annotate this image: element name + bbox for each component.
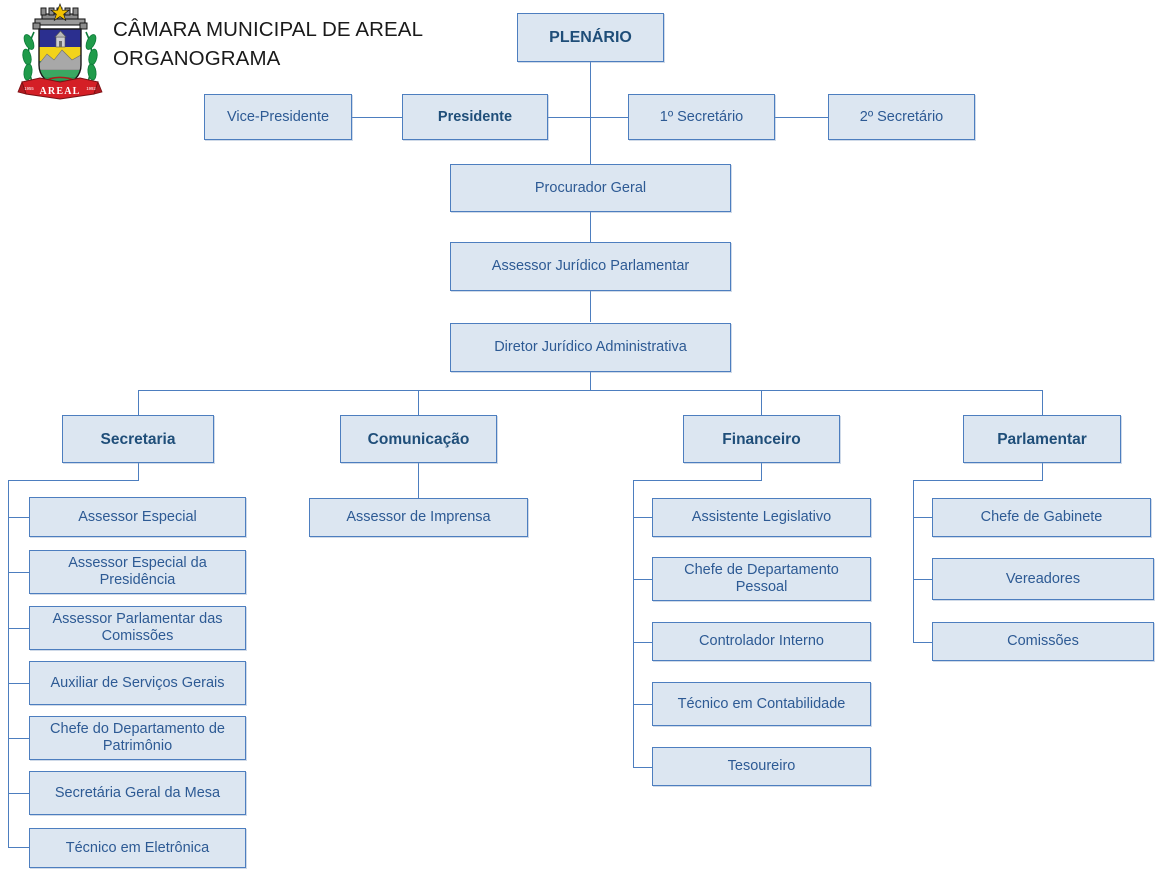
- node-label: Tesoureiro: [727, 758, 796, 774]
- node-secretaria-child[interactable]: Técnico em Eletrônica: [29, 828, 246, 868]
- connector-parlamentar-drop: [1042, 463, 1043, 480]
- node-diretor-juridico[interactable]: Diretor Jurídico Administrativa: [450, 323, 731, 372]
- node-label: Auxiliar de Serviços Gerais: [50, 674, 225, 691]
- node-secretaria-child[interactable]: Assessor Especial da Presidência: [29, 550, 246, 594]
- connector-financeiro-drop: [761, 463, 762, 480]
- node-financeiro-child[interactable]: Chefe de Departamento Pessoal: [652, 557, 871, 601]
- connector-bus-comunicacao: [418, 390, 419, 415]
- connector-financeiro-stub-1: [633, 517, 653, 518]
- node-department-parlamentar-label: Parlamentar: [997, 430, 1087, 448]
- node-label: Controlador Interno: [699, 633, 824, 649]
- node-department-secretaria[interactable]: Secretaria: [62, 415, 214, 463]
- node-financeiro-child[interactable]: Técnico em Contabilidade: [652, 682, 871, 726]
- connector-assessor-diretor: [590, 291, 591, 322]
- connector-department-bus: [138, 390, 1043, 391]
- connector-financeiro-elbow: [633, 480, 762, 481]
- node-financeiro-child[interactable]: Tesoureiro: [652, 747, 871, 786]
- connector-secretaria-stub-1: [8, 517, 29, 518]
- node-secretaria-child[interactable]: Chefe do Departamento de Patrimônio: [29, 716, 246, 760]
- svg-text:1992: 1992: [86, 86, 96, 91]
- node-label: Comissões: [1007, 633, 1079, 649]
- connector-secretaria-drop: [138, 463, 139, 480]
- node-label: Chefe de Departamento Pessoal: [684, 562, 839, 595]
- node-label: Técnico em Eletrônica: [65, 839, 210, 856]
- connector-secretaria-elbow: [8, 480, 139, 481]
- connector-plenario-procurador: [590, 117, 591, 164]
- node-secretaria-child[interactable]: Auxiliar de Serviços Gerais: [29, 661, 246, 705]
- node-plenario-label: PLENÁRIO: [549, 29, 632, 46]
- node-label: Assistente Legislativo: [691, 509, 832, 525]
- connector-secretaria-spine: [8, 480, 9, 847]
- connector-secretaria-stub-2: [8, 572, 29, 573]
- node-parlamentar-child[interactable]: Vereadores: [932, 558, 1154, 600]
- connector-secretaria-stub-5: [8, 738, 29, 739]
- connector-financeiro-stub-3: [633, 642, 653, 643]
- connector-bus-parlamentar: [1042, 390, 1043, 415]
- connector-secretaria-stub-3: [8, 628, 29, 629]
- node-secretaria-child[interactable]: Assessor Parlamentar das Comissões: [29, 606, 246, 650]
- svg-text:1955: 1955: [24, 86, 34, 91]
- connector-secretaria-stub-7: [8, 847, 29, 848]
- node-label: Vereadores: [1005, 570, 1081, 587]
- connector-parlamentar-spine: [913, 480, 914, 642]
- connector-secretaria-stub-4: [8, 683, 29, 684]
- node-label: Assessor Parlamentar das Comissões: [52, 611, 223, 644]
- node-segundo-secretario-label: 2º Secretário: [859, 108, 944, 125]
- node-procurador-geral-label: Procurador Geral: [534, 179, 647, 196]
- node-department-comunicacao[interactable]: Comunicação: [340, 415, 497, 463]
- node-label: Assessor Especial: [78, 508, 197, 525]
- node-department-parlamentar[interactable]: Parlamentar: [963, 415, 1121, 463]
- node-parlamentar-child[interactable]: Comissões: [932, 622, 1154, 661]
- connector-bus-secretaria: [138, 390, 139, 415]
- node-procurador-geral[interactable]: Procurador Geral: [450, 164, 731, 212]
- node-secretaria-child[interactable]: Secretária Geral da Mesa: [29, 771, 246, 815]
- connector-secretaria-stub-6: [8, 793, 29, 794]
- node-primeiro-secretario-label: 1º Secretário: [659, 108, 744, 125]
- node-label: Secretária Geral da Mesa: [54, 784, 221, 801]
- node-department-financeiro-label: Financeiro: [722, 430, 801, 448]
- node-financeiro-child[interactable]: Controlador Interno: [652, 622, 871, 661]
- node-secretaria-child[interactable]: Assessor Especial: [29, 497, 246, 537]
- node-department-secretaria-label: Secretaria: [100, 430, 176, 448]
- node-diretor-juridico-label: Diretor Jurídico Administrativa: [494, 339, 687, 355]
- node-assessor-juridico[interactable]: Assessor Jurídico Parlamentar: [450, 242, 731, 291]
- node-plenario[interactable]: PLENÁRIO: [517, 13, 664, 62]
- svg-text:AREAL: AREAL: [39, 86, 80, 97]
- node-label: Chefe de Gabinete: [980, 509, 1103, 525]
- connector-parlamentar-stub-2: [913, 579, 933, 580]
- connector-procurador-assessor: [590, 212, 591, 242]
- node-primeiro-secretario[interactable]: 1º Secretário: [628, 94, 775, 140]
- connector-parlamentar-stub-3: [913, 642, 933, 643]
- node-presidente-label: Presidente: [437, 108, 513, 125]
- connector-parlamentar-elbow: [913, 480, 1043, 481]
- node-label: Chefe do Departamento de Patrimônio: [50, 721, 225, 754]
- connector-financeiro-stub-5: [633, 767, 653, 768]
- node-label: Assessor de Imprensa: [346, 509, 491, 525]
- page-title: CÂMARA MUNICIPAL DE AREAL ORGANOGRAMA: [113, 18, 424, 70]
- node-parlamentar-child[interactable]: Chefe de Gabinete: [932, 498, 1151, 537]
- connector-bus-financeiro: [761, 390, 762, 415]
- node-department-financeiro[interactable]: Financeiro: [683, 415, 840, 463]
- coat-of-arms-icon: AREAL 1955 1992: [17, 3, 103, 100]
- connector-financeiro-stub-4: [633, 704, 653, 705]
- connector-plenario-down: [590, 62, 591, 117]
- node-assessor-juridico-label: Assessor Jurídico Parlamentar: [491, 258, 690, 274]
- connector-parlamentar-stub-1: [913, 517, 933, 518]
- node-comunicacao-child[interactable]: Assessor de Imprensa: [309, 498, 528, 537]
- connector-financeiro-spine: [633, 480, 634, 767]
- node-label: Técnico em Contabilidade: [677, 695, 846, 712]
- connector-sec1-sec2: [775, 117, 828, 118]
- node-label: Assessor Especial da Presidência: [68, 555, 207, 588]
- connector-financeiro-stub-2: [633, 579, 653, 580]
- node-segundo-secretario[interactable]: 2º Secretário: [828, 94, 975, 140]
- node-department-comunicacao-label: Comunicação: [367, 430, 470, 448]
- connector-comunicacao-drop: [418, 463, 419, 498]
- connector-diretor-bus: [590, 372, 591, 391]
- node-vice-presidente-label: Vice-Presidente: [226, 108, 330, 125]
- node-vice-presidente[interactable]: Vice-Presidente: [204, 94, 352, 140]
- node-financeiro-child[interactable]: Assistente Legislativo: [652, 498, 871, 537]
- node-presidente[interactable]: Presidente: [402, 94, 548, 140]
